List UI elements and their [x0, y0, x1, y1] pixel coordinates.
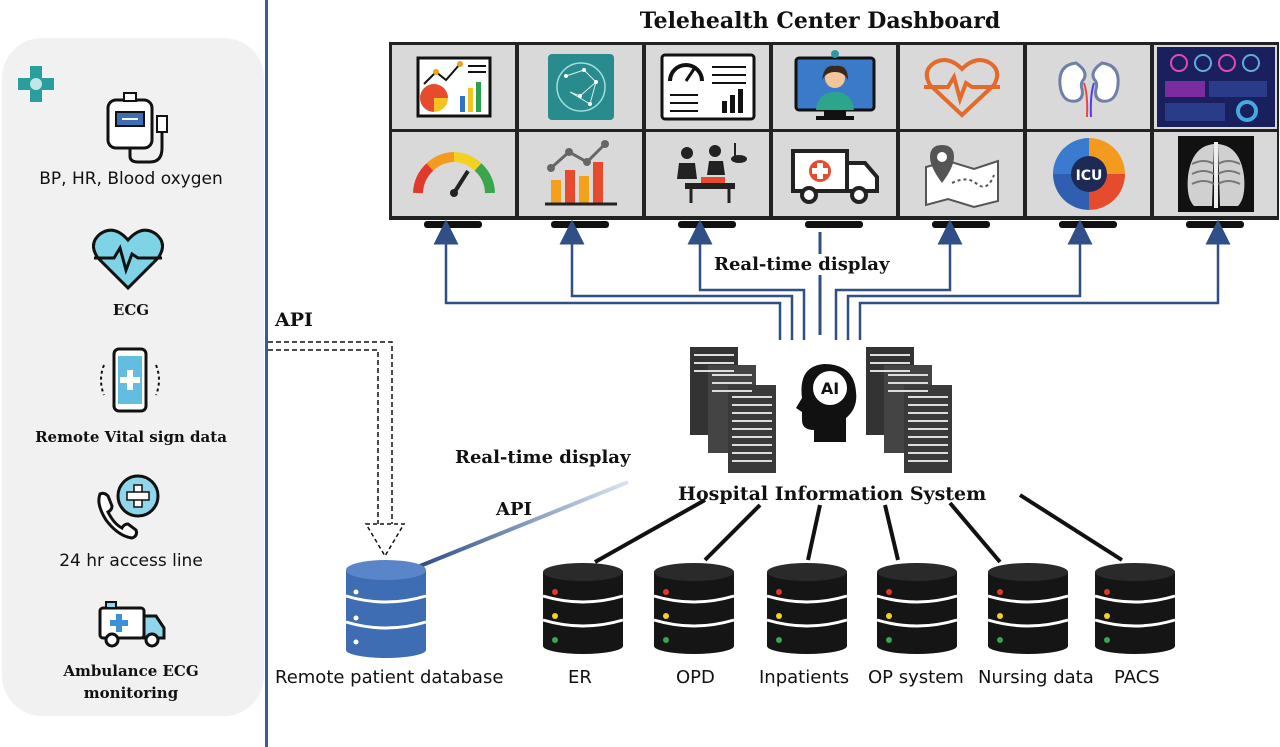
tile-surgery: [646, 132, 769, 216]
his-to-remote-db-line: [419, 480, 629, 568]
server-rack-icon: [690, 347, 776, 473]
monitor-stand: [932, 221, 990, 228]
his-label: Hospital Information System: [678, 483, 987, 505]
ambulance-van-icon: [790, 149, 879, 204]
tile-speedometer: [392, 132, 515, 216]
icu-icon: ICU: [1052, 138, 1125, 210]
monitor-stand: [551, 221, 609, 228]
db-label: PACS: [1114, 667, 1160, 688]
arrow-to-monitor-6: [846, 219, 1093, 340]
network-globe-icon: [547, 54, 614, 120]
ambulance-icon: [96, 600, 168, 650]
hospital-logo-icon: [18, 66, 54, 102]
ai-label: AI: [821, 379, 839, 398]
monitor-wall: ICU: [389, 42, 1279, 220]
item-label-text: Ambulance ECG monitoring: [63, 662, 199, 702]
item-label: BP, HR, Blood oxygen: [39, 169, 223, 189]
monitor-stand: [678, 221, 736, 228]
server-rack-left: [688, 345, 784, 473]
server-rack-right: [864, 345, 960, 473]
tile-network: [519, 45, 642, 129]
arrow-to-monitor-7: [858, 219, 1231, 340]
realtime-arrows: [433, 219, 1231, 340]
tile-video-consult: [773, 45, 896, 129]
api-label-bottom: API: [496, 499, 532, 520]
api-dashed-arrow: [268, 341, 406, 558]
arrow-to-monitor-3: [687, 219, 806, 340]
db-label: ER: [568, 667, 592, 688]
heart-ecg-icon: [92, 226, 164, 292]
db-label: Inpatients: [759, 667, 850, 688]
chest-xray-icon: [1177, 136, 1254, 212]
his-to-db-lines: [594, 493, 1124, 564]
tile-analytics: [392, 45, 515, 129]
map-pin-icon: [924, 145, 999, 209]
arrow-to-monitor-5: [834, 219, 963, 340]
er-db-icon: [541, 562, 625, 656]
dashboard-title: Telehealth Center Dashboard: [639, 8, 1001, 34]
monitor-stand: [1059, 221, 1117, 228]
phone-plus-icon: [92, 474, 162, 542]
tile-ambulance-van: [773, 132, 896, 216]
item-label: ECG: [112, 301, 150, 319]
tile-dashboard-panel: [1154, 45, 1277, 129]
opd-db-icon: [652, 562, 736, 656]
api-label-top: API: [275, 309, 313, 331]
tile-map: [900, 132, 1023, 216]
icu-text: ICU: [1075, 168, 1102, 184]
tile-icu: ICU: [1027, 132, 1150, 216]
arrow-to-monitor-2: [559, 219, 794, 340]
dashboard-panel-icon: [1156, 47, 1275, 127]
db-label: Remote patient database: [275, 667, 504, 688]
heart-rate-icon: [923, 58, 1000, 118]
iv-bag-icon: [100, 92, 180, 164]
db-label: OPD: [676, 667, 715, 688]
video-consult-icon: [794, 50, 875, 120]
divider-line: [265, 0, 268, 747]
surgery-icon: [676, 143, 747, 203]
monitor-stand: [805, 221, 863, 228]
kidneys-icon: [1057, 61, 1120, 118]
tile-chest-xray: [1154, 132, 1277, 216]
smartphone-icon: [96, 347, 164, 413]
tile-kidneys: [1027, 45, 1150, 129]
analytics-chart-icon: [416, 56, 491, 118]
pacs-db-icon: [1093, 562, 1177, 656]
monitor-stand: [424, 221, 482, 228]
realtime-display-label: Real-time display: [714, 254, 890, 275]
remote-db-icon: [344, 558, 428, 658]
item-label: Ambulance ECG monitoring: [0, 660, 262, 704]
realtime-display-label-left: Real-time display: [455, 447, 631, 468]
ai-head-icon: AI: [794, 362, 860, 444]
op-system-db-icon: [875, 562, 959, 656]
bar-trend-icon: [544, 140, 617, 206]
monitor-stand: [1186, 221, 1244, 228]
tile-gauge-report: [646, 45, 769, 129]
inpatients-db-icon: [765, 562, 849, 656]
item-label: 24 hr access line: [59, 551, 203, 571]
speedometer-icon: [412, 152, 495, 197]
gauge-report-icon: [660, 53, 755, 121]
nursing-db-icon: [986, 562, 1070, 656]
item-label: Remote Vital sign data: [35, 428, 227, 446]
db-label: OP system: [868, 667, 964, 688]
tile-heart-rate: [900, 45, 1023, 129]
db-label: Nursing data: [978, 667, 1094, 688]
tile-bar-trend: [519, 132, 642, 216]
arrow-to-monitor-1: [433, 219, 782, 340]
